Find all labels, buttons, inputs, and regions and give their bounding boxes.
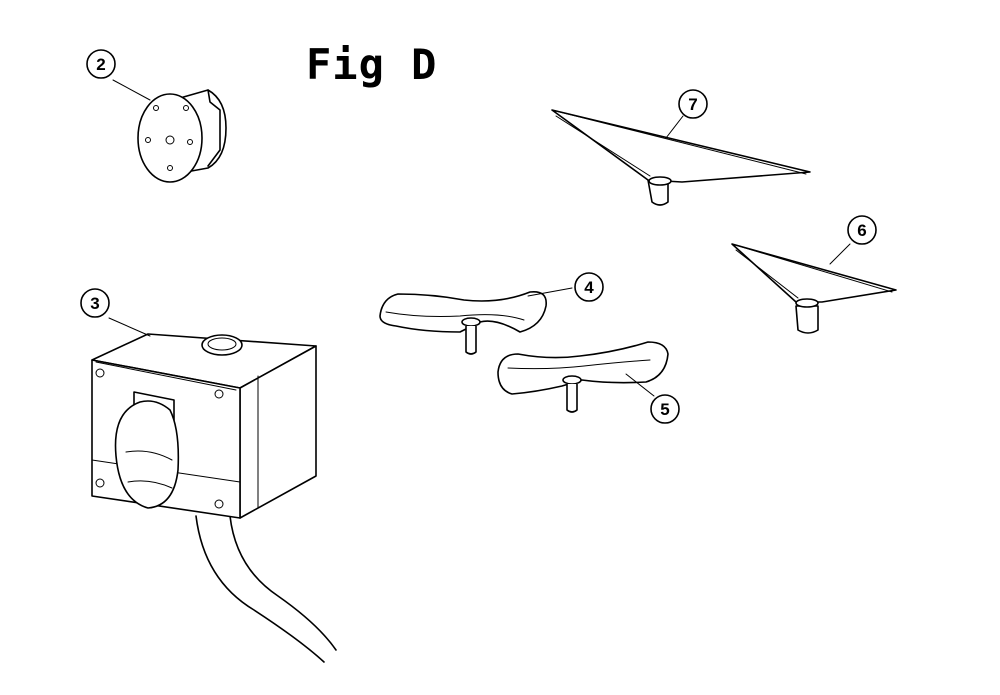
- leader-line-6: [829, 243, 851, 265]
- leader-line-5: [625, 373, 655, 397]
- part-5-curved-bracket: [497, 341, 669, 413]
- callout-4-label: 4: [584, 278, 594, 297]
- callout-2: 2: [86, 49, 116, 79]
- part-6-funnel-guide: [731, 243, 897, 334]
- leader-line-2: [112, 79, 151, 101]
- leader-line-7: [665, 115, 684, 139]
- callout-2-label: 2: [96, 55, 105, 74]
- leader-line-4: [527, 287, 573, 297]
- part-3-switch-box: [91, 333, 337, 663]
- callout-5: 5: [650, 394, 680, 424]
- part-2-flange-adapter: [137, 89, 227, 183]
- callout-6-label: 6: [857, 221, 866, 240]
- callout-5-label: 5: [660, 400, 669, 419]
- callout-7-label: 7: [688, 95, 697, 114]
- callout-3-label: 3: [90, 294, 99, 313]
- callout-3: 3: [80, 288, 110, 318]
- callout-6: 6: [847, 215, 877, 245]
- part-4-curved-bracket: [379, 290, 547, 355]
- callout-4: 4: [574, 272, 604, 302]
- callout-7: 7: [678, 89, 708, 119]
- part-7-funnel-guide: [551, 109, 811, 206]
- figure-title: Fig D: [306, 40, 438, 89]
- leader-line-3: [108, 317, 151, 337]
